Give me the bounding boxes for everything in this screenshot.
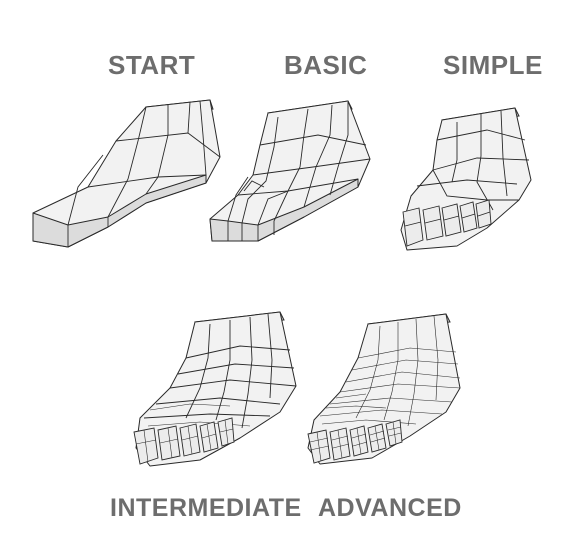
foot-mesh-intermediate — [133, 311, 297, 467]
stage-label-start: START — [108, 50, 196, 80]
foot-mesh-advanced — [307, 313, 461, 465]
foot-mesh-start — [32, 99, 221, 248]
stage-label-simple: SIMPLE — [443, 50, 543, 80]
stage-label-advanced: ADVANCED — [318, 494, 462, 522]
stage-label-basic: BASIC — [284, 50, 368, 80]
foot-mesh-basic — [209, 100, 371, 242]
foot-mesh-simple — [400, 107, 532, 251]
stage-label-intermediate: INTERMEDIATE — [110, 494, 302, 522]
